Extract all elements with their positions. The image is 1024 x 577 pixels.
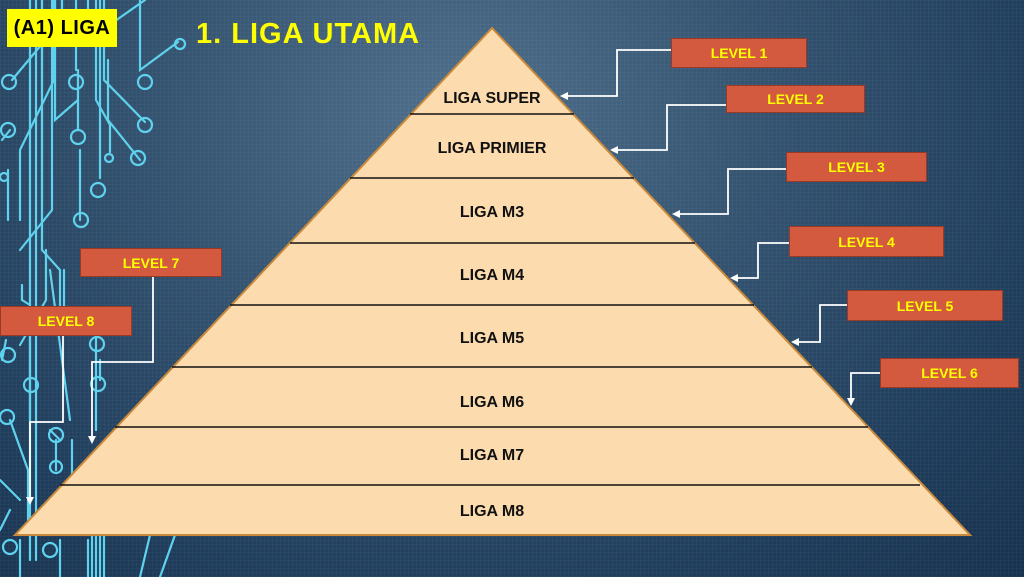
circuit-node [41,541,59,559]
circuit-node [69,128,87,146]
circuit-trace [0,508,12,532]
circuit-trace [0,128,12,142]
connector-level-2 [610,104,726,154]
connector-level-3 [672,168,786,218]
circuit-trace [0,478,22,502]
circuit-node [0,171,10,183]
level-box-1: LEVEL 1 [671,38,807,68]
connector-level-7 [88,277,154,444]
circuit-node [22,376,40,394]
section-badge: (A1) LIGA [7,9,117,47]
circuit-trace [94,0,112,154]
level-box-6: LEVEL 6 [880,358,1019,388]
circuit-node [0,73,18,91]
circuit-node [67,73,85,91]
tier-label-liga-m6: LIGA M6 [459,394,525,411]
connector-level-5 [791,304,847,346]
tier-label-liga-m3: LIGA M3 [459,204,525,221]
circuit-node [72,211,90,229]
circuit-node [89,375,107,393]
circuit-trace [158,533,177,577]
circuit-node [89,181,107,199]
circuit-node [0,121,17,139]
circuit-node [136,116,154,134]
tier-label-liga-m8: LIGA M8 [459,503,525,520]
circuit-trace [40,0,62,332]
tier-label-liga-m5: LIGA M5 [459,330,525,347]
tier-label-liga-super: LIGA SUPER [443,90,541,107]
level-box-8: LEVEL 8 [0,306,132,336]
connector-level-1 [560,49,671,100]
tier-label-liga-m7: LIGA M7 [459,447,525,464]
circuit-node [47,426,65,444]
level-box-4: LEVEL 4 [789,226,944,257]
circuit-trace [18,0,54,252]
tier-label-liga-m4: LIGA M4 [459,267,525,284]
circuit-trace [138,0,180,73]
circuit-node [0,408,16,426]
circuit-node [103,152,115,164]
circuit-node [88,335,106,353]
circuit-trace [20,283,32,307]
connector-level-4 [730,242,789,282]
connector-level-6 [847,372,880,406]
level-box-5: LEVEL 5 [847,290,1003,321]
circuit-trace [48,268,72,422]
level-box-3: LEVEL 3 [786,152,927,182]
circuit-node [1,538,19,556]
connector-level-8 [26,336,64,505]
circuit-node [48,459,64,475]
level-box-7: LEVEL 7 [80,248,222,277]
level-box-2: LEVEL 2 [726,85,865,113]
circuit-node [136,73,154,91]
slide-title: 1. LIGA UTAMA [196,18,421,50]
circuit-node [129,149,147,167]
circuit-node [0,346,17,364]
circuit-trace [138,533,152,577]
circuit-trace [48,428,62,442]
circuit-node [173,37,187,51]
tier-label-liga-primier: LIGA PRIMIER [437,140,547,157]
